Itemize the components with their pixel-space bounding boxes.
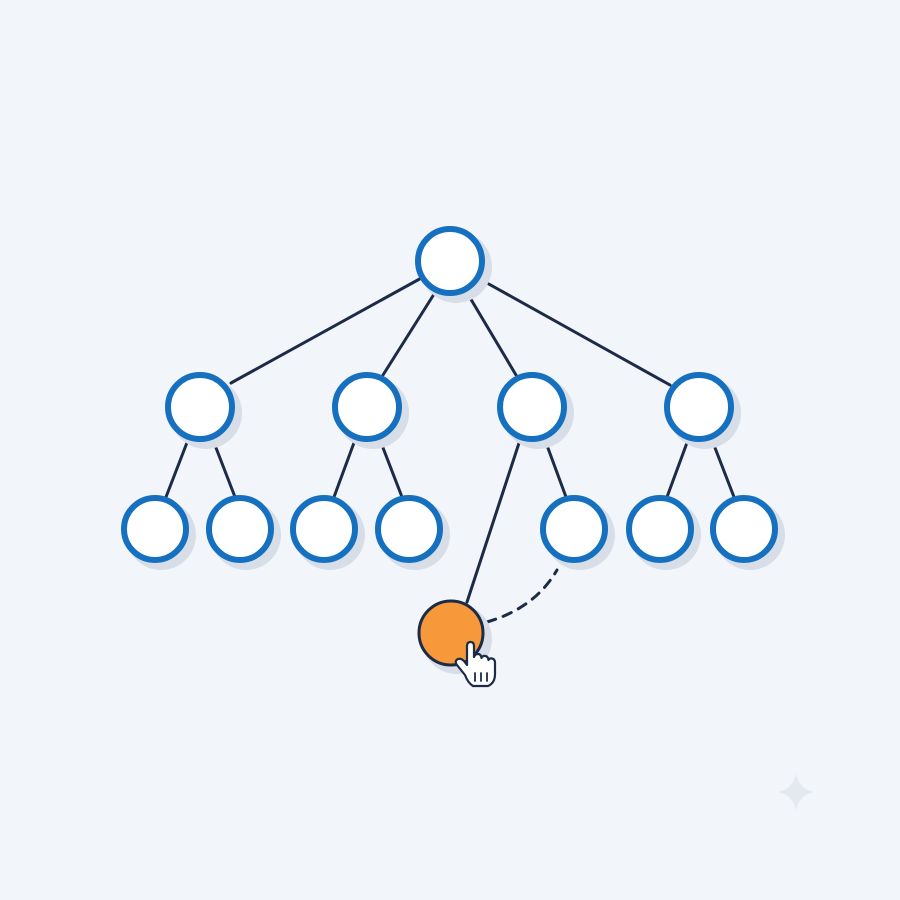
edge-child-1-leaf-1a	[164, 438, 190, 499]
edge-child-3-leaf-3b	[543, 438, 568, 499]
edge-root-child-4	[476, 276, 672, 387]
tree-node-child-1[interactable]	[165, 372, 242, 449]
edge-child-3-dragged-leaf	[465, 438, 522, 604]
edge-root-child-2	[381, 289, 438, 377]
tree-node-leaf-3b[interactable]	[540, 495, 615, 570]
edge-child-4-leaf-4a	[665, 438, 690, 499]
tree-node-leaf-2a[interactable]	[290, 495, 365, 570]
hand-pointer-icon	[454, 640, 497, 688]
tree-node-leaf-2b[interactable]	[375, 495, 450, 570]
edges	[164, 274, 736, 624]
nodes	[121, 226, 785, 674]
tree-node-root[interactable]	[415, 226, 492, 303]
tree-node-child-2[interactable]	[332, 372, 409, 449]
tree-node-child-3[interactable]	[497, 372, 574, 449]
edge-child-2-leaf-2b	[378, 438, 404, 499]
edge-child-2-leaf-2a	[332, 438, 357, 499]
edge-root-child-1	[229, 274, 427, 385]
drag-dashed-line	[485, 568, 559, 624]
tree-node-leaf-4a[interactable]	[626, 495, 701, 570]
edge-child-4-leaf-4b	[710, 438, 736, 499]
sparkle-icon	[778, 774, 814, 810]
edge-root-child-3	[464, 289, 518, 377]
tree-node-leaf-4b[interactable]	[710, 495, 785, 570]
tree-node-child-4[interactable]	[664, 372, 741, 449]
tree-node-leaf-1b[interactable]	[206, 495, 281, 570]
edge-child-1-leaf-1b	[211, 438, 237, 499]
tree-node-leaf-1a[interactable]	[121, 495, 196, 570]
